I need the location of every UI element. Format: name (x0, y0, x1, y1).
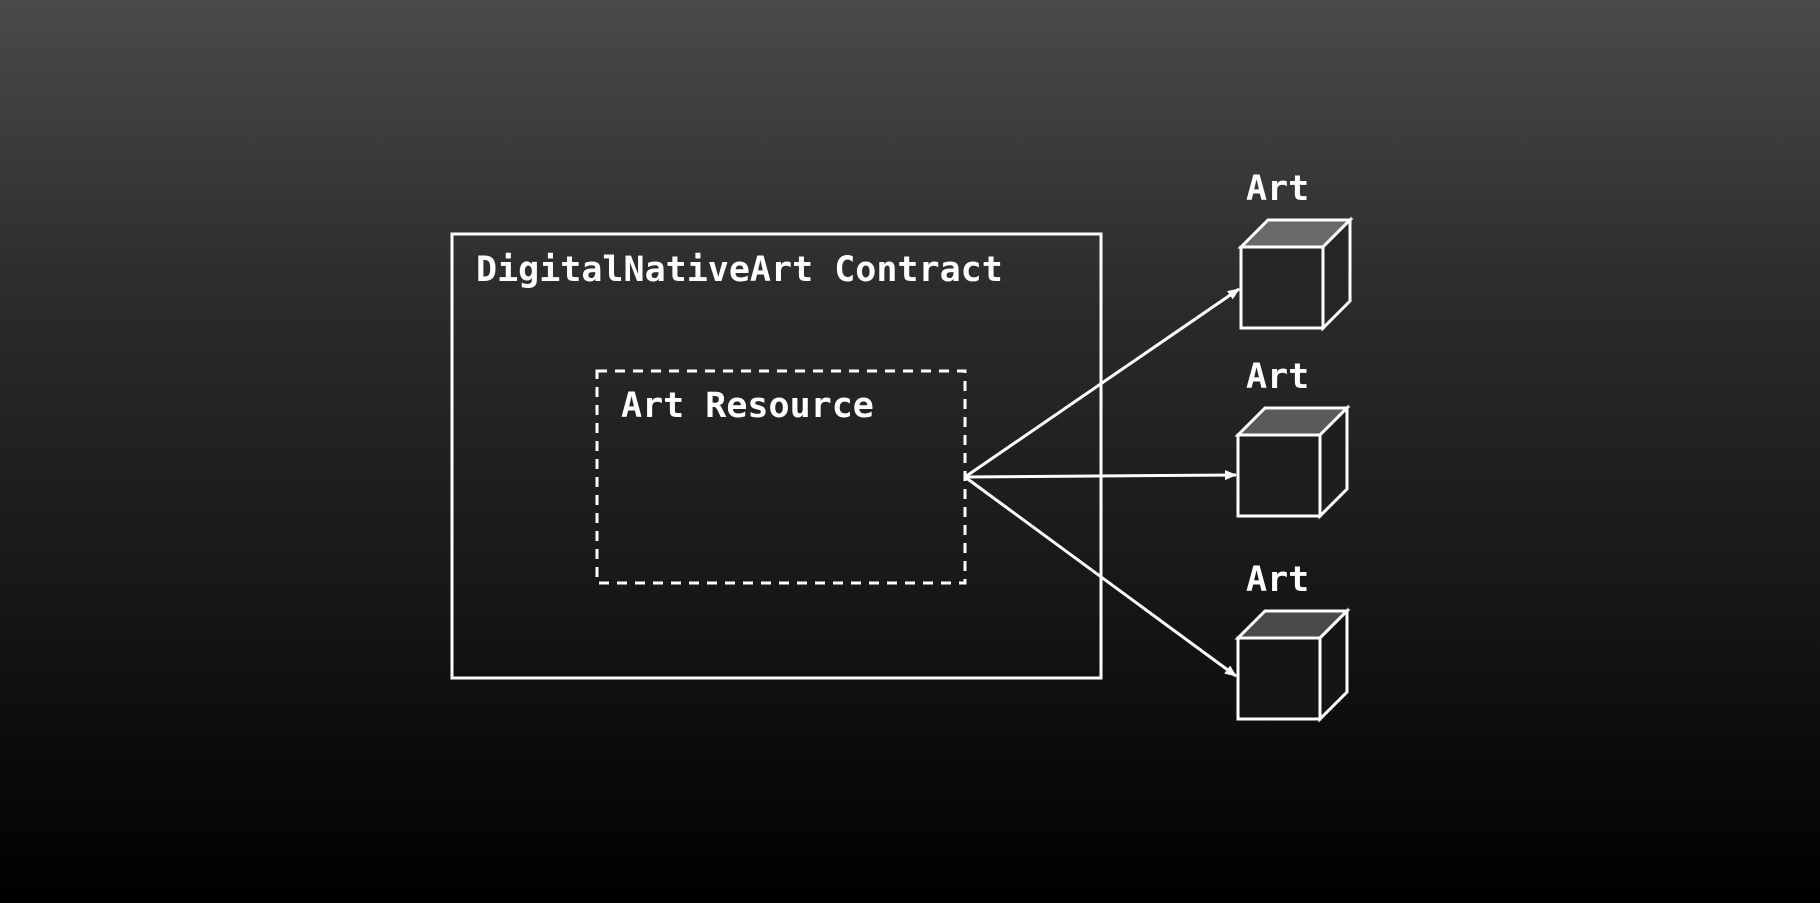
cube-icon (1237, 216, 1354, 332)
cube-icon (1234, 404, 1351, 520)
arrow-to-art-3 (964, 475, 1237, 678)
cube-icon (1234, 607, 1351, 723)
art-item-3: Art (1234, 560, 1351, 723)
resource-box: Art Resource (595, 369, 967, 585)
contract-box: DigitalNativeArt Contract (450, 232, 1103, 680)
resource-label: Art Resource (621, 386, 874, 426)
cube-front-face (1239, 245, 1325, 330)
arrows (964, 287, 1240, 678)
cube-front-face (1236, 433, 1322, 518)
cube-front-face (1236, 636, 1322, 721)
art-item-1: Art (1237, 169, 1354, 332)
contract-box-outline (450, 232, 1103, 680)
art-label-1: Art (1246, 169, 1309, 209)
art-label-2: Art (1246, 357, 1309, 397)
art-item-2: Art (1234, 357, 1351, 520)
arrow-to-art-2 (964, 470, 1237, 481)
contract-label: DigitalNativeArt Contract (476, 250, 1003, 290)
art-label-3: Art (1246, 560, 1309, 600)
arrow-to-art-1 (964, 287, 1240, 479)
